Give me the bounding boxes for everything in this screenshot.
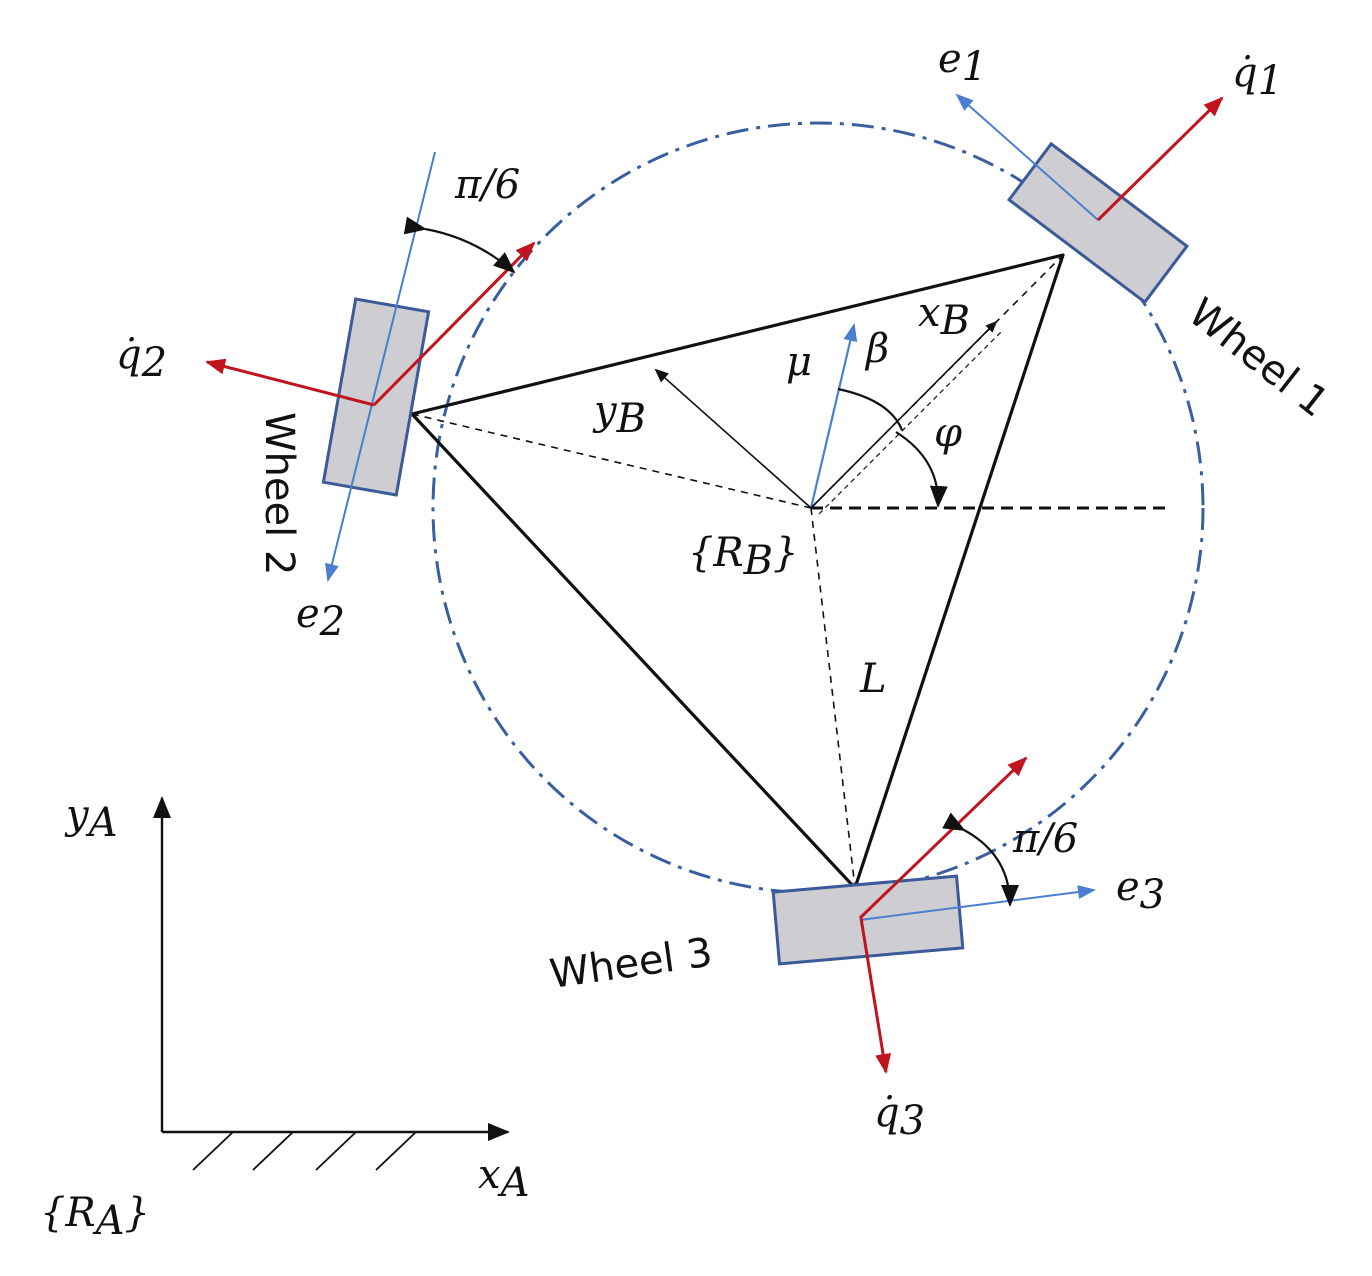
yA-label: yA <box>64 792 118 846</box>
q3-dot-arrow <box>859 917 892 1074</box>
pi6-bottom-label: π/6 <box>1012 816 1078 862</box>
pi6-bottom-arc <box>942 812 1019 907</box>
beta-arc <box>837 387 904 431</box>
xB-axis-arrow <box>810 320 998 509</box>
e1-axis-arrow <box>955 93 1099 221</box>
wheel-3-label: Wheel 3 <box>547 930 715 998</box>
q3-label: q̇3 <box>874 1090 925 1144</box>
xB-label: xB <box>918 290 970 344</box>
L-label: L <box>859 656 887 702</box>
pi6-top-arc <box>403 216 516 274</box>
e2-label: e2 <box>296 591 345 645</box>
q1-dot-arrow <box>1096 96 1224 222</box>
xB-axis-parallel <box>818 329 1004 515</box>
q1-label: q̇1 <box>1232 50 1283 104</box>
ground-hatching <box>192 1131 417 1171</box>
xA-label: xA <box>478 1152 529 1206</box>
e3-label: e3 <box>1116 864 1165 918</box>
RB-label: {RB} <box>688 530 798 584</box>
yB-axis-arrow <box>654 368 812 509</box>
wheel-1-label: Wheel 1 <box>1180 290 1337 427</box>
beta-label: β <box>864 326 889 372</box>
mu-axis-arrow <box>809 323 858 509</box>
wheel-2-label: Wheel 2 <box>256 412 302 575</box>
robot-triangle <box>410 253 1065 890</box>
phi-label: φ <box>934 410 962 456</box>
q2-label: q̇2 <box>116 332 167 386</box>
mu-label: μ <box>786 339 812 385</box>
q2-dot-arrow <box>205 358 375 407</box>
e1-label: e1 <box>938 36 987 90</box>
phi-arc <box>895 431 948 508</box>
pi6-top-label: π/6 <box>454 162 520 208</box>
dashed-line-to-wheel3 <box>810 507 856 889</box>
wheel-3 <box>771 874 965 966</box>
yB-label: yB <box>592 388 646 442</box>
RA-label: {RA} <box>40 1190 150 1244</box>
wheel-1 <box>1006 141 1190 305</box>
wheel-2 <box>321 297 431 497</box>
dashed-line-to-wheel2 <box>411 413 812 509</box>
